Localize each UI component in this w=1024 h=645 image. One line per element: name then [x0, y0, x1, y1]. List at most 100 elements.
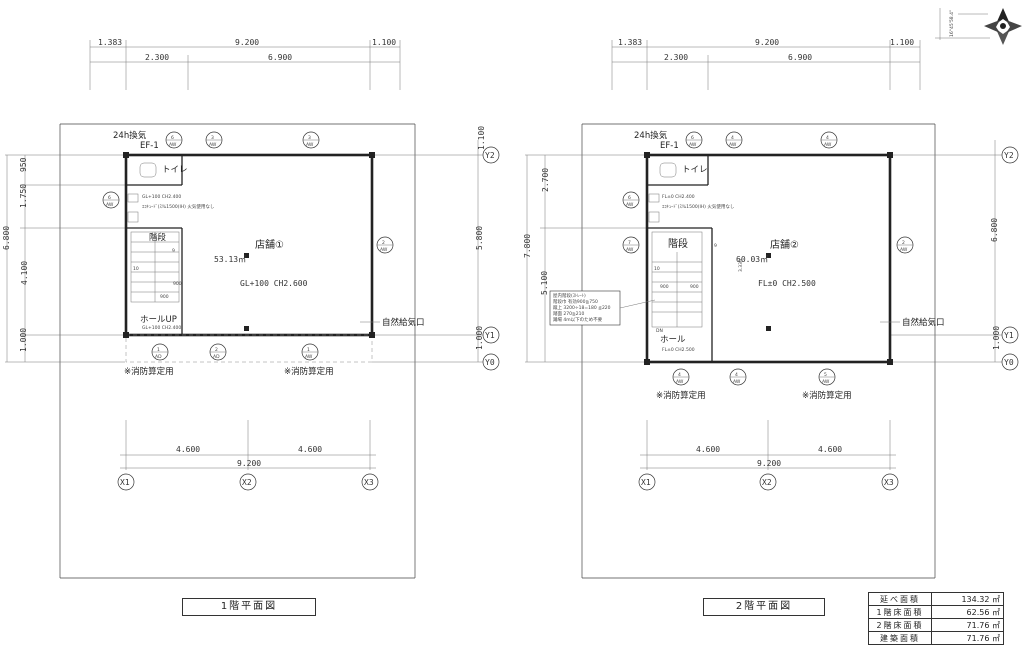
svg-text:3: 3 — [211, 135, 214, 141]
dim-right-1: 1.100 — [477, 126, 486, 150]
fire-note-right: ※消防算定用 — [802, 390, 852, 401]
toilet-label: トイレ — [682, 165, 708, 175]
grid-x1-label: X1 — [120, 478, 130, 487]
grid-y0-label: Y0 — [485, 358, 495, 367]
grid-x2-label: X2 — [762, 478, 772, 487]
dim-top-1: 1.383 — [98, 38, 122, 47]
window-bubble: 4AW — [672, 368, 690, 386]
dn-label: DN — [656, 328, 663, 334]
svg-text:AW: AW — [209, 142, 217, 148]
svg-text:AD: AD — [155, 354, 162, 360]
door-bubble: 2AD — [209, 343, 227, 361]
dim-top-5: 6.900 — [268, 53, 292, 62]
grid-x3-label: X3 — [364, 478, 374, 487]
svg-text:AD: AD — [213, 354, 220, 360]
tiny-note-1: GL+100 CH2.400 — [142, 194, 181, 200]
stair-num-2: 9 — [172, 248, 175, 254]
dim-top-1: 1.383 — [618, 38, 642, 47]
svg-text:AW: AW — [900, 247, 908, 253]
svg-text:6: 6 — [171, 135, 174, 141]
stairs-label: 階段 — [149, 232, 167, 243]
table-row: 2階床面積 71.76 ㎡ — [868, 618, 1004, 632]
air-inlet-label: 自然給気口 — [382, 317, 425, 328]
plan-2-title: 2階平面図 — [703, 598, 825, 616]
svg-text:AW: AW — [729, 142, 737, 148]
hall-level: FL±0 CH2.500 — [662, 347, 695, 353]
stair-spec-note: 屋内階段(ｽﾄﾚｰﾄ) 階段巾 有効900≧750 蹴上 3200÷18=180… — [549, 290, 656, 326]
grid-y2-label: Y2 — [485, 151, 495, 160]
grid-y1-label: Y1 — [485, 331, 495, 340]
svg-text:6: 6 — [108, 195, 111, 201]
dim-bottom-1: 4.600 — [176, 445, 200, 454]
dim-left-1: 950 — [19, 157, 28, 172]
svg-text:4: 4 — [735, 372, 738, 378]
svg-text:AW: AW — [169, 142, 177, 148]
grid-y2-label: Y2 — [1004, 151, 1014, 160]
dim-top-3: 1.100 — [890, 38, 914, 47]
hall-label: ホールUP — [140, 315, 177, 325]
area-value: 134.32 ㎡ — [931, 592, 1004, 606]
window-bubble: 2AW — [376, 236, 394, 254]
svg-text:4: 4 — [826, 135, 829, 141]
dim-top-2: 9.200 — [235, 38, 259, 47]
dim-top-4: 2.300 — [145, 53, 169, 62]
air-inlet-label: 自然給気口 — [902, 317, 945, 328]
ef-label: EF-1 — [660, 141, 679, 151]
ef-label: EF-1 — [140, 141, 159, 151]
ventilation-label: 24h換気 — [113, 130, 147, 141]
dim-bottom-2: 4.600 — [298, 445, 322, 454]
ventilation-label: 24h換気 — [634, 130, 668, 141]
window-bubble: 2AW — [896, 236, 914, 254]
svg-text:2: 2 — [902, 240, 905, 246]
window-bubble: 6AW — [622, 191, 640, 209]
window-bubble: 4AW — [820, 131, 838, 149]
dim-left-2: 5.100 — [540, 271, 549, 295]
north-arrow-icon: 16°45'58.4" — [935, 8, 1022, 45]
window-bubble: 7AW — [622, 236, 640, 254]
dim-right-1: 6.800 — [990, 218, 999, 242]
stair-width-2: 900 — [160, 294, 169, 300]
area-label: 延べ面積 — [868, 592, 932, 606]
svg-text:AW: AW — [106, 202, 114, 208]
plan-2: 1.383 9.200 1.100 2.300 6.900 2.700 5.10… — [523, 38, 1019, 579]
shop-level: GL+100 CH2.600 — [240, 279, 308, 288]
stair-num-2: 9 — [714, 243, 717, 249]
window-bubble: 6AW — [102, 191, 120, 209]
north-angle-text: 16°45'58.4" — [949, 10, 955, 37]
svg-text:踊場 4m以下のため不要: 踊場 4m以下のため不要 — [553, 316, 603, 323]
area-label: 2階床面積 — [868, 618, 932, 632]
svg-text:AW: AW — [689, 142, 697, 148]
dim-left-3: 4.100 — [20, 261, 29, 285]
dim-left-total: 6.800 — [2, 226, 11, 250]
tiny-note-2: ｴｺｷｭｰﾄﾞ(ｽﾘﾑ1500(IH) 火気使用なし — [142, 203, 215, 210]
fire-note-right: ※消防算定用 — [284, 366, 334, 377]
shop-area: 53.13㎡ — [214, 255, 246, 264]
table-row: 建築面積 71.76 ㎡ — [868, 631, 1004, 645]
window-bubble: 6AW — [685, 131, 703, 149]
plan-1-title: 1階平面図 — [182, 598, 316, 616]
area-value: 62.56 ㎡ — [931, 605, 1004, 619]
area-label: 建築面積 — [868, 631, 932, 645]
grid-x1-label: X1 — [641, 478, 651, 487]
grid-y0-label: Y0 — [1004, 358, 1014, 367]
dim-top-5: 6.900 — [788, 53, 812, 62]
dim-top-4: 2.300 — [664, 53, 688, 62]
svg-text:AW: AW — [824, 142, 832, 148]
tiny-note-2: ｴｺｷｭｰﾄﾞ(ｽﾘﾑ1500(IH) 火気使用なし — [662, 203, 735, 210]
window-bubble: 4AW — [729, 368, 747, 386]
svg-text:2: 2 — [382, 240, 385, 246]
tiny-note-1: FL±0 CH2.400 — [662, 194, 695, 200]
area-label: 1階床面積 — [868, 605, 932, 619]
dim-right-2: 1.000 — [992, 326, 1001, 350]
svg-text:6: 6 — [691, 135, 694, 141]
svg-text:3: 3 — [308, 135, 311, 141]
grid-y1-label: Y1 — [1004, 331, 1014, 340]
svg-text:AW: AW — [626, 202, 634, 208]
area-table: 延べ面積 134.32 ㎡ 1階床面積 62.56 ㎡ 2階床面積 71.76 … — [868, 592, 1004, 645]
window-bubble: 5AW — [818, 368, 836, 386]
svg-text:4: 4 — [731, 135, 734, 141]
grid-x3-label: X3 — [884, 478, 894, 487]
svg-text:AW: AW — [626, 247, 634, 253]
stair-width-1: 900 — [173, 281, 182, 287]
